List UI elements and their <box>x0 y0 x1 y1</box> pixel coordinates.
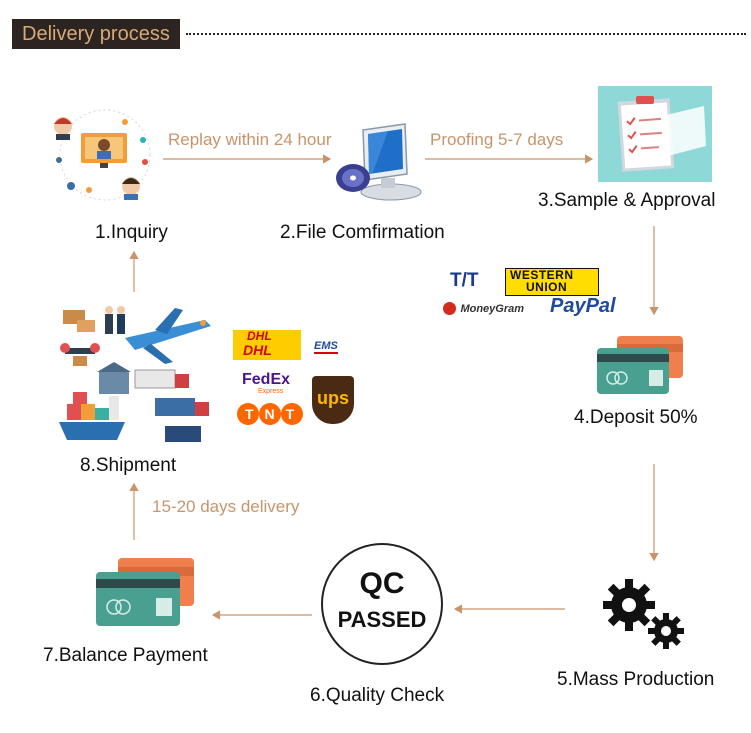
tt-logo: T/T <box>450 270 479 292</box>
fedex-logo: FedEx Express <box>242 372 290 395</box>
step-1-label: 1.Inquiry <box>95 222 168 244</box>
reply-time-label: Replay within 24 hour <box>168 130 331 150</box>
dhl-logo: DHL DHL <box>233 330 301 360</box>
ems-logo: EMS <box>314 340 338 354</box>
shipment-logistics-icon <box>55 300 215 450</box>
step-2-label: 2.File Comfirmation <box>280 222 445 244</box>
computer-cd-icon <box>333 120 428 210</box>
tnt-logo: TNT <box>237 403 303 429</box>
moneygram-logo: MoneyGram <box>443 300 524 318</box>
inquiry-network-icon <box>45 100 165 210</box>
paypal-logo: PayPal <box>550 295 616 318</box>
ups-logo: ups <box>312 376 354 424</box>
credit-card-icon <box>597 336 687 396</box>
proofing-time-label: Proofing 5-7 days <box>430 130 563 150</box>
gears-icon <box>596 573 696 653</box>
qc-text: QC <box>323 567 441 601</box>
step-4-label: 4.Deposit 50% <box>574 407 698 429</box>
delivery-time-label: 15-20 days delivery <box>152 497 299 517</box>
passed-text: PASSED <box>323 607 441 633</box>
step-8-label: 8.Shipment <box>80 455 176 477</box>
qc-passed-stamp-icon: QC PASSED <box>321 543 443 665</box>
clipboard-icon <box>598 86 712 182</box>
step-6-label: 6.Quality Check <box>310 685 444 707</box>
step-7-label: 7.Balance Payment <box>43 645 208 667</box>
step-3-label: 3.Sample & Approval <box>538 190 715 212</box>
western-union-logo: WESTERN UNION <box>505 268 599 296</box>
credit-card-icon <box>96 558 196 628</box>
step-5-label: 5.Mass Production <box>557 669 714 691</box>
